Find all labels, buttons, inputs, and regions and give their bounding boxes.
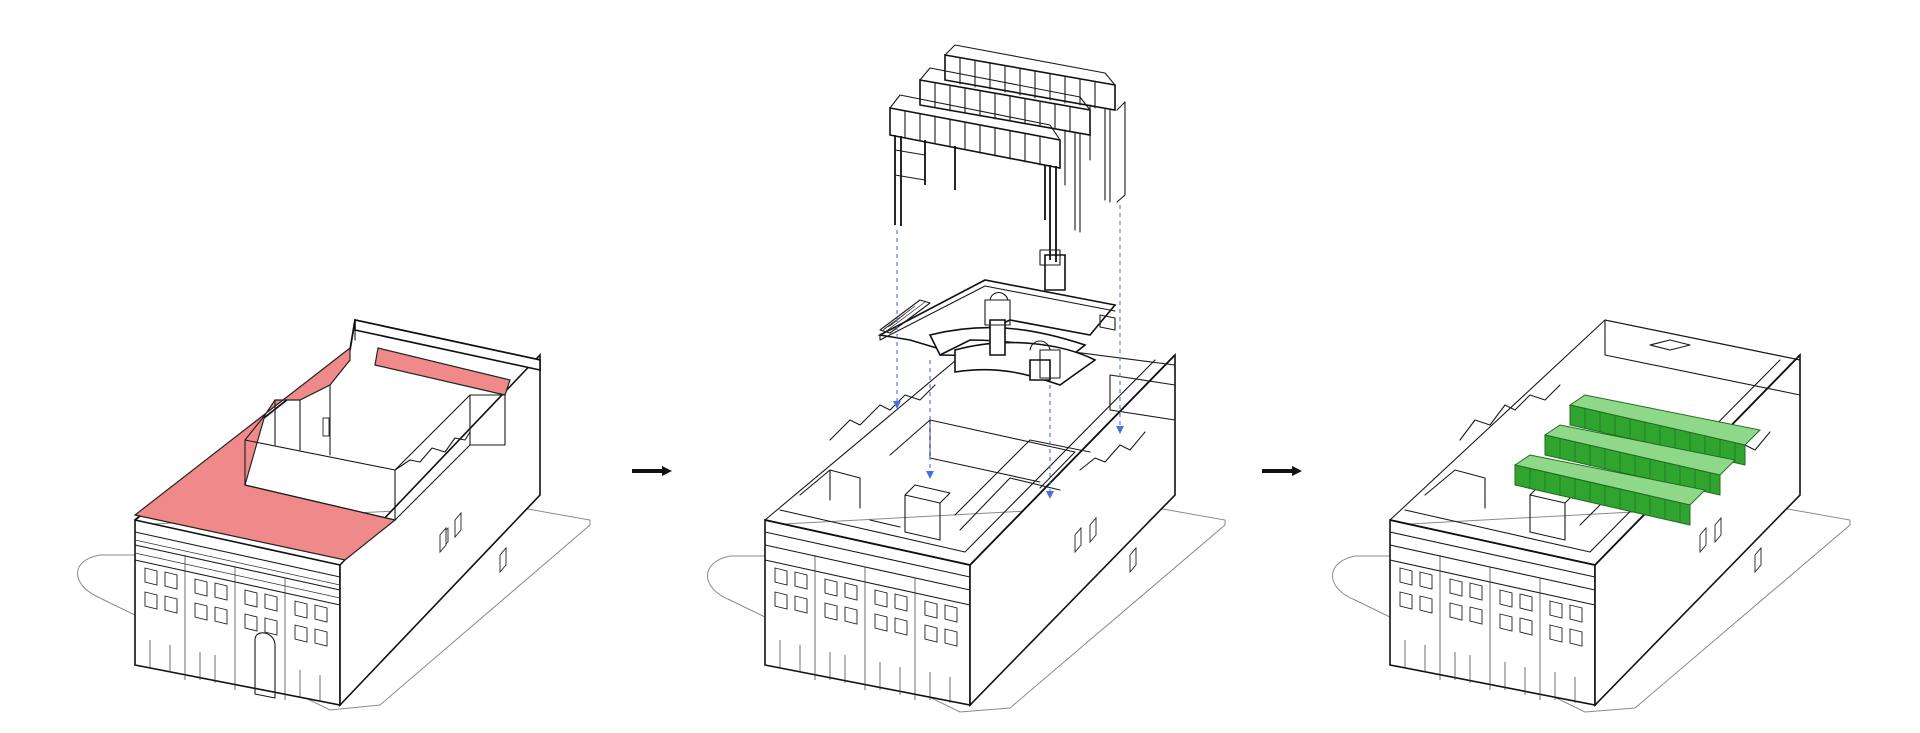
assembly-guides: [893, 205, 1124, 499]
exploded-slab: [877, 254, 1117, 386]
skylight-middle: [1543, 424, 1737, 496]
exploded-roof-frames: [889, 44, 1126, 266]
skylight-front: [1513, 454, 1707, 526]
existing-building: [77, 319, 591, 711]
facade-windows: [144, 567, 328, 647]
green-skylights: [1513, 394, 1762, 526]
exploded-building: [707, 44, 1226, 713]
skylight-back: [1568, 394, 1762, 466]
side-wall: [339, 353, 541, 707]
result-building: [1332, 319, 1851, 713]
